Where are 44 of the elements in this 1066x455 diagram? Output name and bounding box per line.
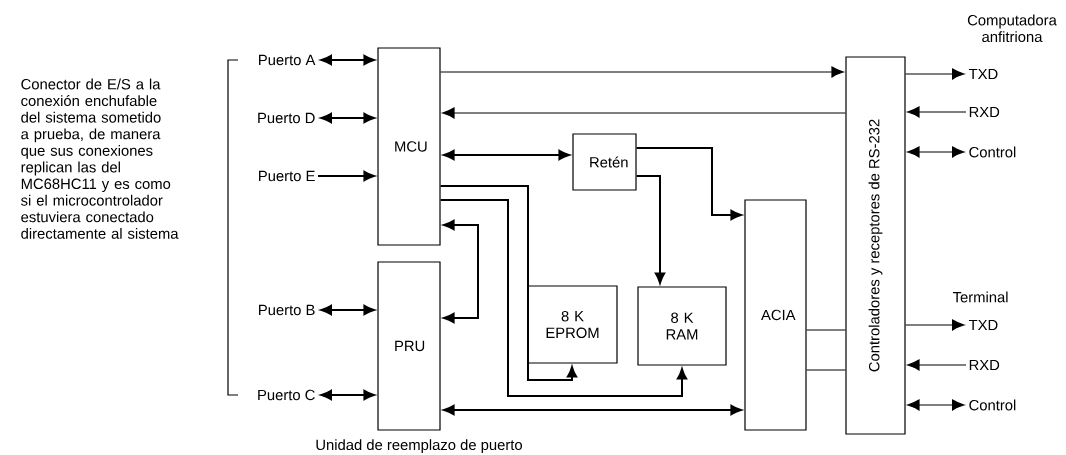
signal-line — [806, 329, 846, 331]
port-label: Puerto B — [259, 304, 315, 316]
bus-arrow — [443, 404, 742, 416]
caption-text: Unidad de reemplazo de puerto — [316, 439, 522, 453]
bus-arrow — [320, 389, 375, 401]
arrow — [440, 66, 844, 78]
block-box: MCU — [377, 47, 441, 246]
port-label: Puerto A — [259, 54, 316, 66]
block-box: PRU — [377, 261, 441, 431]
memory-box: 8 K RAM — [637, 286, 727, 366]
bus-arrow — [635, 147, 742, 221]
signal-label: RXD — [969, 359, 1000, 371]
bus-arrow — [443, 219, 479, 324]
heading-text: Terminal — [952, 291, 1008, 303]
port-label: Puerto E — [259, 170, 315, 182]
bus-arrow — [320, 54, 375, 66]
bus-arrow — [635, 175, 666, 284]
arrow — [905, 68, 965, 80]
driver-box: Controladores y receptores de RS-232 — [845, 56, 906, 435]
signal-line — [806, 369, 846, 371]
arrow — [907, 399, 965, 411]
memory-box: 8 K EPROM — [527, 285, 618, 364]
arrow — [907, 106, 967, 118]
block-box: ACIA — [744, 199, 807, 431]
signal-label: Control — [969, 399, 1016, 411]
port-label: Puerto D — [258, 112, 315, 124]
arrow — [907, 146, 965, 158]
port-label: Puerto C — [258, 389, 315, 401]
heading-text: Computadora anfitriona — [967, 14, 1057, 43]
bus-arrow — [320, 112, 375, 124]
bus-arrow — [439, 185, 578, 381]
bus-arrow — [443, 149, 570, 161]
arrow — [905, 319, 965, 331]
bus-arrow — [320, 304, 375, 316]
signal-label: RXD — [969, 106, 1000, 118]
description-text: Conector de E/S a la conexión enchufable del sistema sometido a prueba, de manera que sus conexiones replican las del MC68HC11 y es como si el microcontrolador estuviera conectado directamente al sistema — [21, 78, 179, 239]
arrow — [442, 107, 846, 119]
block-box: Retén — [572, 133, 637, 191]
bus-arrow — [317, 170, 375, 182]
signal-label: TXD — [968, 68, 998, 80]
arrow — [907, 359, 967, 371]
bus-arrow — [439, 199, 688, 397]
signal-label: TXD — [968, 319, 998, 331]
signal-label: Control — [969, 146, 1016, 158]
